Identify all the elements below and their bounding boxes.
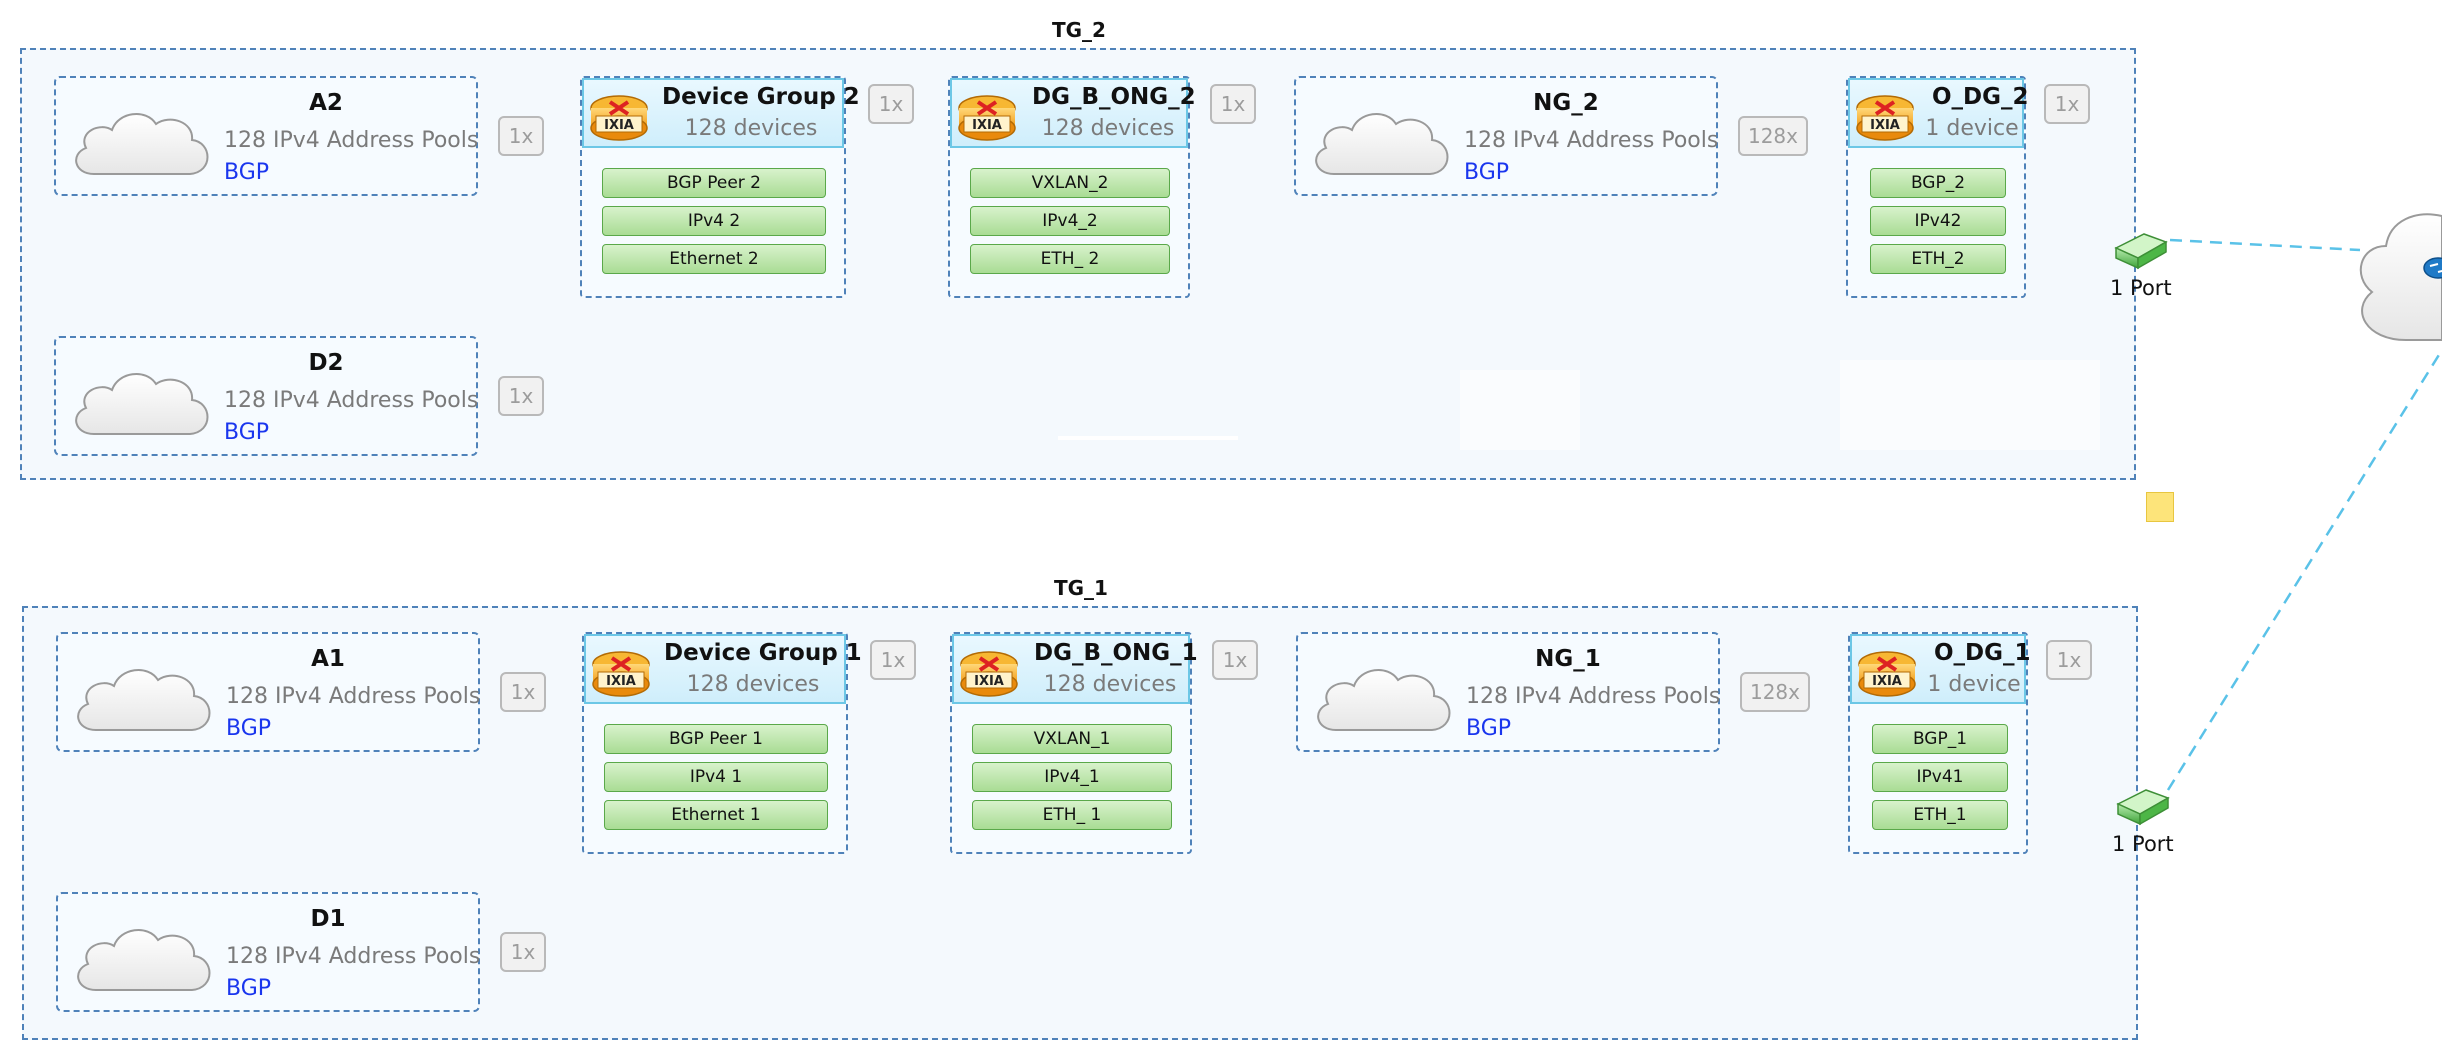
router-cloud-icon[interactable]: [2346, 160, 2442, 350]
protocol-ethernet[interactable]: Ethernet 1: [604, 800, 828, 830]
ixia-device-group-icon: [1856, 648, 1918, 698]
device-group-header[interactable]: Device Group 1 128 devices: [584, 634, 862, 704]
device-group-name: O_DG_2: [1932, 84, 2029, 110]
multiplier-a2[interactable]: 1x: [498, 116, 544, 156]
multiplier-o-dg-2[interactable]: 1x: [2044, 84, 2090, 124]
port-label-tg1: 1 Port: [2112, 832, 2174, 856]
port-icon[interactable]: [2112, 778, 2172, 828]
network-group-name: D1: [310, 906, 346, 932]
device-group-count: 1 device: [1927, 672, 2021, 697]
network-group-name: NG_2: [1533, 90, 1599, 116]
multiplier-o-dg-1[interactable]: 1x: [2046, 640, 2092, 680]
note-icon[interactable]: [2146, 492, 2174, 522]
decor-strip: [1058, 436, 1238, 440]
device-group-header[interactable]: Device Group 2 128 devices: [582, 78, 860, 148]
device-group-dg-b-ong-2[interactable]: DG_B_ONG_2 128 devices VXLAN_2 IPv4_2 ET…: [948, 76, 1196, 298]
network-group-description: 128 IPv4 Address Pools: [226, 684, 481, 709]
protocol-ethernet[interactable]: ETH_2: [1870, 244, 2006, 274]
ixia-device-group-icon: [588, 92, 650, 142]
multiplier-device-group-1[interactable]: 1x: [870, 640, 916, 680]
decor-strip: [1460, 370, 1580, 450]
topology-title-tg1: TG_1: [1054, 576, 1108, 600]
device-group-name: DG_B_ONG_2: [1032, 84, 1196, 110]
multiplier-dg-b-ong-1[interactable]: 1x: [1212, 640, 1258, 680]
port-icon[interactable]: [2110, 222, 2170, 272]
network-group-a2[interactable]: A2 128 IPv4 Address Pools BGP: [54, 76, 478, 196]
device-group-header[interactable]: O_DG_1 1 device: [1850, 634, 2031, 704]
multiplier-a1[interactable]: 1x: [500, 672, 546, 712]
protocol-ipv4[interactable]: IPv4_1: [972, 762, 1172, 792]
device-group-header[interactable]: DG_B_ONG_1 128 devices: [952, 634, 1198, 704]
device-group-header[interactable]: O_DG_2 1 device: [1848, 78, 2029, 148]
network-group-name: A1: [311, 646, 345, 672]
protocol-ipv4[interactable]: IPv4_2: [970, 206, 1170, 236]
network-group-name: D2: [308, 350, 344, 376]
multiplier-ng1[interactable]: 128x: [1740, 672, 1810, 712]
ixia-device-group-icon: [590, 648, 652, 698]
protocol-ethernet[interactable]: ETH_1: [1872, 800, 2008, 830]
network-group-d1[interactable]: D1 128 IPv4 Address Pools BGP: [56, 892, 480, 1012]
protocol-bgp[interactable]: BGP_1: [1872, 724, 2008, 754]
network-group-protocol[interactable]: BGP: [226, 716, 272, 741]
multiplier-d2[interactable]: 1x: [498, 376, 544, 416]
network-group-description: 128 IPv4 Address Pools: [224, 128, 479, 153]
network-group-description: 128 IPv4 Address Pools: [224, 388, 479, 413]
multiplier-device-group-2[interactable]: 1x: [868, 84, 914, 124]
port-label-tg2: 1 Port: [2110, 276, 2172, 300]
network-group-protocol[interactable]: BGP: [224, 420, 270, 445]
ixia-device-group-icon: [956, 92, 1018, 142]
network-group-name: NG_1: [1535, 646, 1601, 672]
network-group-protocol[interactable]: BGP: [1466, 716, 1512, 741]
protocol-bgp-peer[interactable]: BGP Peer 2: [602, 168, 826, 198]
network-group-protocol[interactable]: BGP: [224, 160, 270, 185]
device-group-1[interactable]: Device Group 1 128 devices BGP Peer 1 IP…: [582, 632, 862, 854]
decor-strip: [1840, 360, 2100, 450]
protocol-ethernet[interactable]: ETH_ 1: [972, 800, 1172, 830]
protocol-ipv4[interactable]: IPv42: [1870, 206, 2006, 236]
protocol-ethernet[interactable]: Ethernet 2: [602, 244, 826, 274]
device-group-count: 128 devices: [686, 672, 820, 697]
device-group-count: 128 devices: [684, 116, 818, 141]
multiplier-ng2[interactable]: 128x: [1738, 116, 1808, 156]
protocol-ethernet[interactable]: ETH_ 2: [970, 244, 1170, 274]
multiplier-dg-b-ong-2[interactable]: 1x: [1210, 84, 1256, 124]
device-group-dg-b-ong-1[interactable]: DG_B_ONG_1 128 devices VXLAN_1 IPv4_1 ET…: [950, 632, 1198, 854]
network-group-description: 128 IPv4 Address Pools: [1464, 128, 1719, 153]
network-group-protocol[interactable]: BGP: [1464, 160, 1510, 185]
protocol-ipv4[interactable]: IPv4 2: [602, 206, 826, 236]
device-group-name: DG_B_ONG_1: [1034, 640, 1198, 666]
device-group-name: Device Group 1: [664, 640, 862, 666]
network-group-name: A2: [309, 90, 343, 116]
multiplier-d1[interactable]: 1x: [500, 932, 546, 972]
protocol-ipv4[interactable]: IPv4 1: [604, 762, 828, 792]
network-group-ng1[interactable]: NG_1 128 IPv4 Address Pools BGP: [1296, 632, 1720, 752]
network-group-protocol[interactable]: BGP: [226, 976, 272, 1001]
device-group-header[interactable]: DG_B_ONG_2 128 devices: [950, 78, 1196, 148]
network-group-ng2[interactable]: NG_2 128 IPv4 Address Pools BGP: [1294, 76, 1718, 196]
network-group-description: 128 IPv4 Address Pools: [226, 944, 481, 969]
ixia-device-group-icon: [1854, 92, 1916, 142]
device-group-count: 128 devices: [1043, 672, 1177, 697]
protocol-vxlan[interactable]: VXLAN_2: [970, 168, 1170, 198]
network-group-d2[interactable]: D2 128 IPv4 Address Pools BGP: [54, 336, 478, 456]
network-group-a1[interactable]: A1 128 IPv4 Address Pools BGP: [56, 632, 480, 752]
device-group-name: Device Group 2: [662, 84, 860, 110]
device-group-o-dg-1[interactable]: O_DG_1 1 device BGP_1 IPv41 ETH_1: [1848, 632, 2031, 854]
topology-title-tg2: TG_2: [1052, 18, 1106, 42]
protocol-bgp-peer[interactable]: BGP Peer 1: [604, 724, 828, 754]
device-group-2[interactable]: Device Group 2 128 devices BGP Peer 2 IP…: [580, 76, 860, 298]
protocol-ipv4[interactable]: IPv41: [1872, 762, 2008, 792]
device-group-name: O_DG_1: [1934, 640, 2031, 666]
ixia-device-group-icon: [958, 648, 1020, 698]
device-group-o-dg-2[interactable]: O_DG_2 1 device BGP_2 IPv42 ETH_2: [1846, 76, 2029, 298]
protocol-vxlan[interactable]: VXLAN_1: [972, 724, 1172, 754]
network-group-description: 128 IPv4 Address Pools: [1466, 684, 1721, 709]
device-group-count: 1 device: [1925, 116, 2019, 141]
device-group-count: 128 devices: [1041, 116, 1175, 141]
protocol-bgp[interactable]: BGP_2: [1870, 168, 2006, 198]
